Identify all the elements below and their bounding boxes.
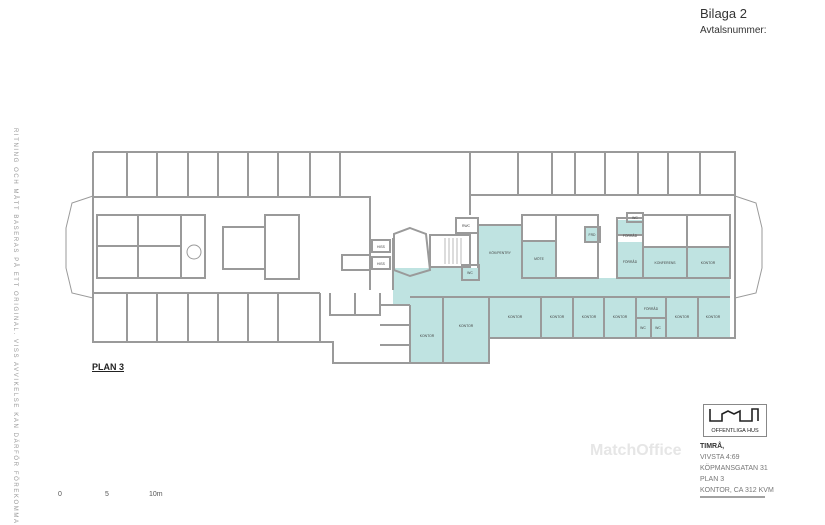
room-label-hiss: HISS — [377, 262, 386, 266]
room-label-wc: WC — [632, 216, 638, 220]
scale-tick-5: 5 — [105, 491, 109, 498]
room-label-kontor: KONTOR — [675, 315, 690, 319]
room-label-rwc: RWC — [462, 224, 471, 228]
info-city: TIMRÅ, — [700, 443, 725, 450]
left-wing-bay — [65, 195, 94, 299]
agreement-number-label: Avtalsnummer: — [700, 25, 767, 36]
info-address: KÖPMANSGATAN 31 — [700, 465, 768, 472]
room-label-kontor: KONTOR — [508, 315, 523, 319]
leased-area — [393, 220, 730, 362]
room-label-wc: WC — [655, 326, 661, 330]
room-label-mote: MÖTE — [534, 257, 545, 261]
room-label-kontor: KONTOR — [550, 315, 565, 319]
room-label-kontor: KONTOR — [582, 315, 597, 319]
page-title: Bilaga 2 — [700, 6, 747, 21]
room-label-pentry: KÖK/PENTRY — [489, 251, 512, 255]
room-label-kontor: KONTOR — [706, 315, 721, 319]
floor-plan: KÖK/PENTRY MÖTE FRD FÖRRÅD FÖRRÅD KONFER… — [65, 151, 765, 498]
scale-tick-10: 10m — [149, 491, 163, 498]
right-wing-bay — [734, 195, 763, 299]
logo: OFFENTLIGA HUS — [703, 404, 767, 437]
room-label-forrad: FÖRRÅD — [623, 233, 638, 238]
info-floor: PLAN 3 — [700, 476, 725, 483]
room-label-kontor: KONTOR — [701, 261, 716, 265]
room-label-hiss: HISS — [377, 245, 386, 249]
property-info: TIMRÅ, VIVSTA 4:69 KÖPMANSGATAN 31 PLAN … — [700, 441, 774, 496]
room-labels: KÖK/PENTRY MÖTE FRD FÖRRÅD FÖRRÅD KONFER… — [377, 216, 721, 338]
room-label-konferens: KONFERENS — [654, 261, 676, 265]
info-property: VIVSTA 4:69 — [700, 454, 740, 461]
plan-label: PLAN 3 — [92, 362, 125, 372]
room-label-forrad: FÖRRÅD — [623, 259, 638, 264]
room-label-frd: FRD — [589, 233, 597, 237]
logo-icon — [709, 408, 759, 422]
watermark: MatchOffice — [590, 442, 682, 459]
room-label-kontor: KONTOR — [420, 334, 435, 338]
logo-text: OFFENTLIGA HUS — [711, 428, 759, 434]
scale-tick-0: 0 — [58, 491, 62, 498]
room-label-wc: WC — [640, 326, 646, 330]
room-label-kontor: KONTOR — [459, 324, 474, 328]
info-area: KONTOR, CA 312 KVM — [700, 487, 774, 494]
walls — [92, 151, 736, 364]
disclaimer-note: RITNING OCH MÅTT BASERAS PÅ ETT ORIGINAL… — [12, 128, 18, 525]
room-label-kontor: KONTOR — [613, 315, 628, 319]
room-label-forrad: FÖRRÅD — [644, 306, 659, 311]
room-label-wc: WC — [467, 271, 473, 275]
